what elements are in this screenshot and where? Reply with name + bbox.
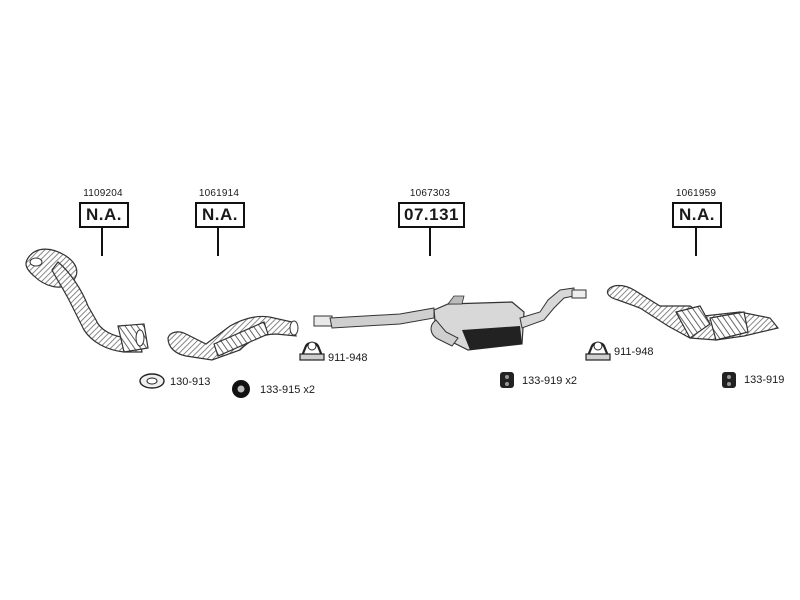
code-box-middle-silencer: 07.131: [398, 202, 465, 228]
part-number-rear-silencer: 1061959: [675, 188, 717, 199]
part-number-middle-silencer: 1067303: [409, 188, 451, 199]
accessory-label-clamp-1: 911-948: [328, 352, 368, 364]
leader-catalytic-converter: [217, 228, 219, 256]
catalytic-converter-illustration: [167, 315, 299, 361]
rubber-hanger-icon: [722, 372, 736, 388]
rubber-hanger-icon: [500, 372, 514, 388]
mounting-ring-icon: [232, 380, 250, 398]
part-number-front-pipe: 1109204: [83, 188, 123, 199]
rear-silencer-illustration: [606, 284, 780, 341]
accessory-label-clamp-2: 911-948: [614, 346, 654, 358]
code-box-front-pipe: N.A.: [79, 202, 129, 228]
exhaust-clamp-icon: [585, 341, 611, 361]
leader-front-pipe: [101, 228, 103, 256]
exhaust-clamp-icon: [299, 341, 325, 361]
front-pipe-illustration: [25, 248, 149, 353]
accessory-label-gasket: 130-913: [170, 376, 211, 388]
leader-rear-silencer: [695, 228, 697, 256]
middle-silencer-illustration: [313, 287, 587, 351]
accessory-label-hanger-1: 133-919 x2: [522, 375, 578, 387]
code-box-rear-silencer: N.A.: [672, 202, 722, 228]
accessory-label-mounting-ring: 133-915 x2: [260, 384, 316, 396]
accessory-label-hanger-2: 133-919: [744, 374, 785, 386]
gasket-icon: [139, 373, 165, 389]
leader-middle-silencer: [429, 228, 431, 256]
code-box-catalytic-converter: N.A.: [195, 202, 245, 228]
part-number-catalytic-converter: 1061914: [198, 188, 240, 199]
